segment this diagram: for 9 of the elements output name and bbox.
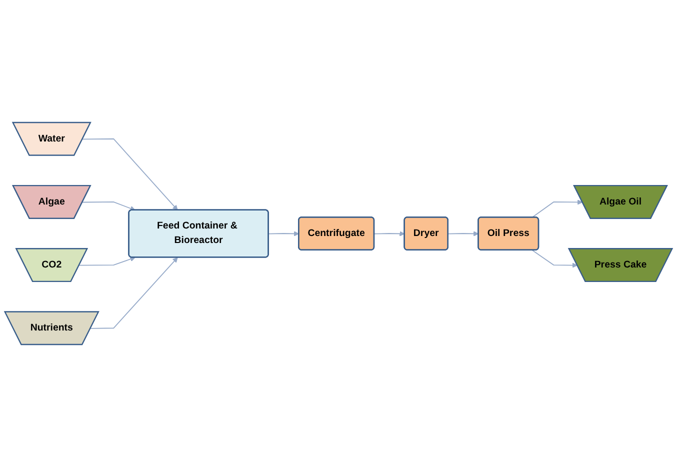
arrow [532,250,578,268]
arrow [78,256,136,266]
arrow [90,257,178,329]
arrow [82,202,136,211]
arrow [532,200,583,218]
arrow [82,138,178,210]
arrow [448,231,479,236]
arrow [374,231,405,236]
arrow [268,231,300,236]
